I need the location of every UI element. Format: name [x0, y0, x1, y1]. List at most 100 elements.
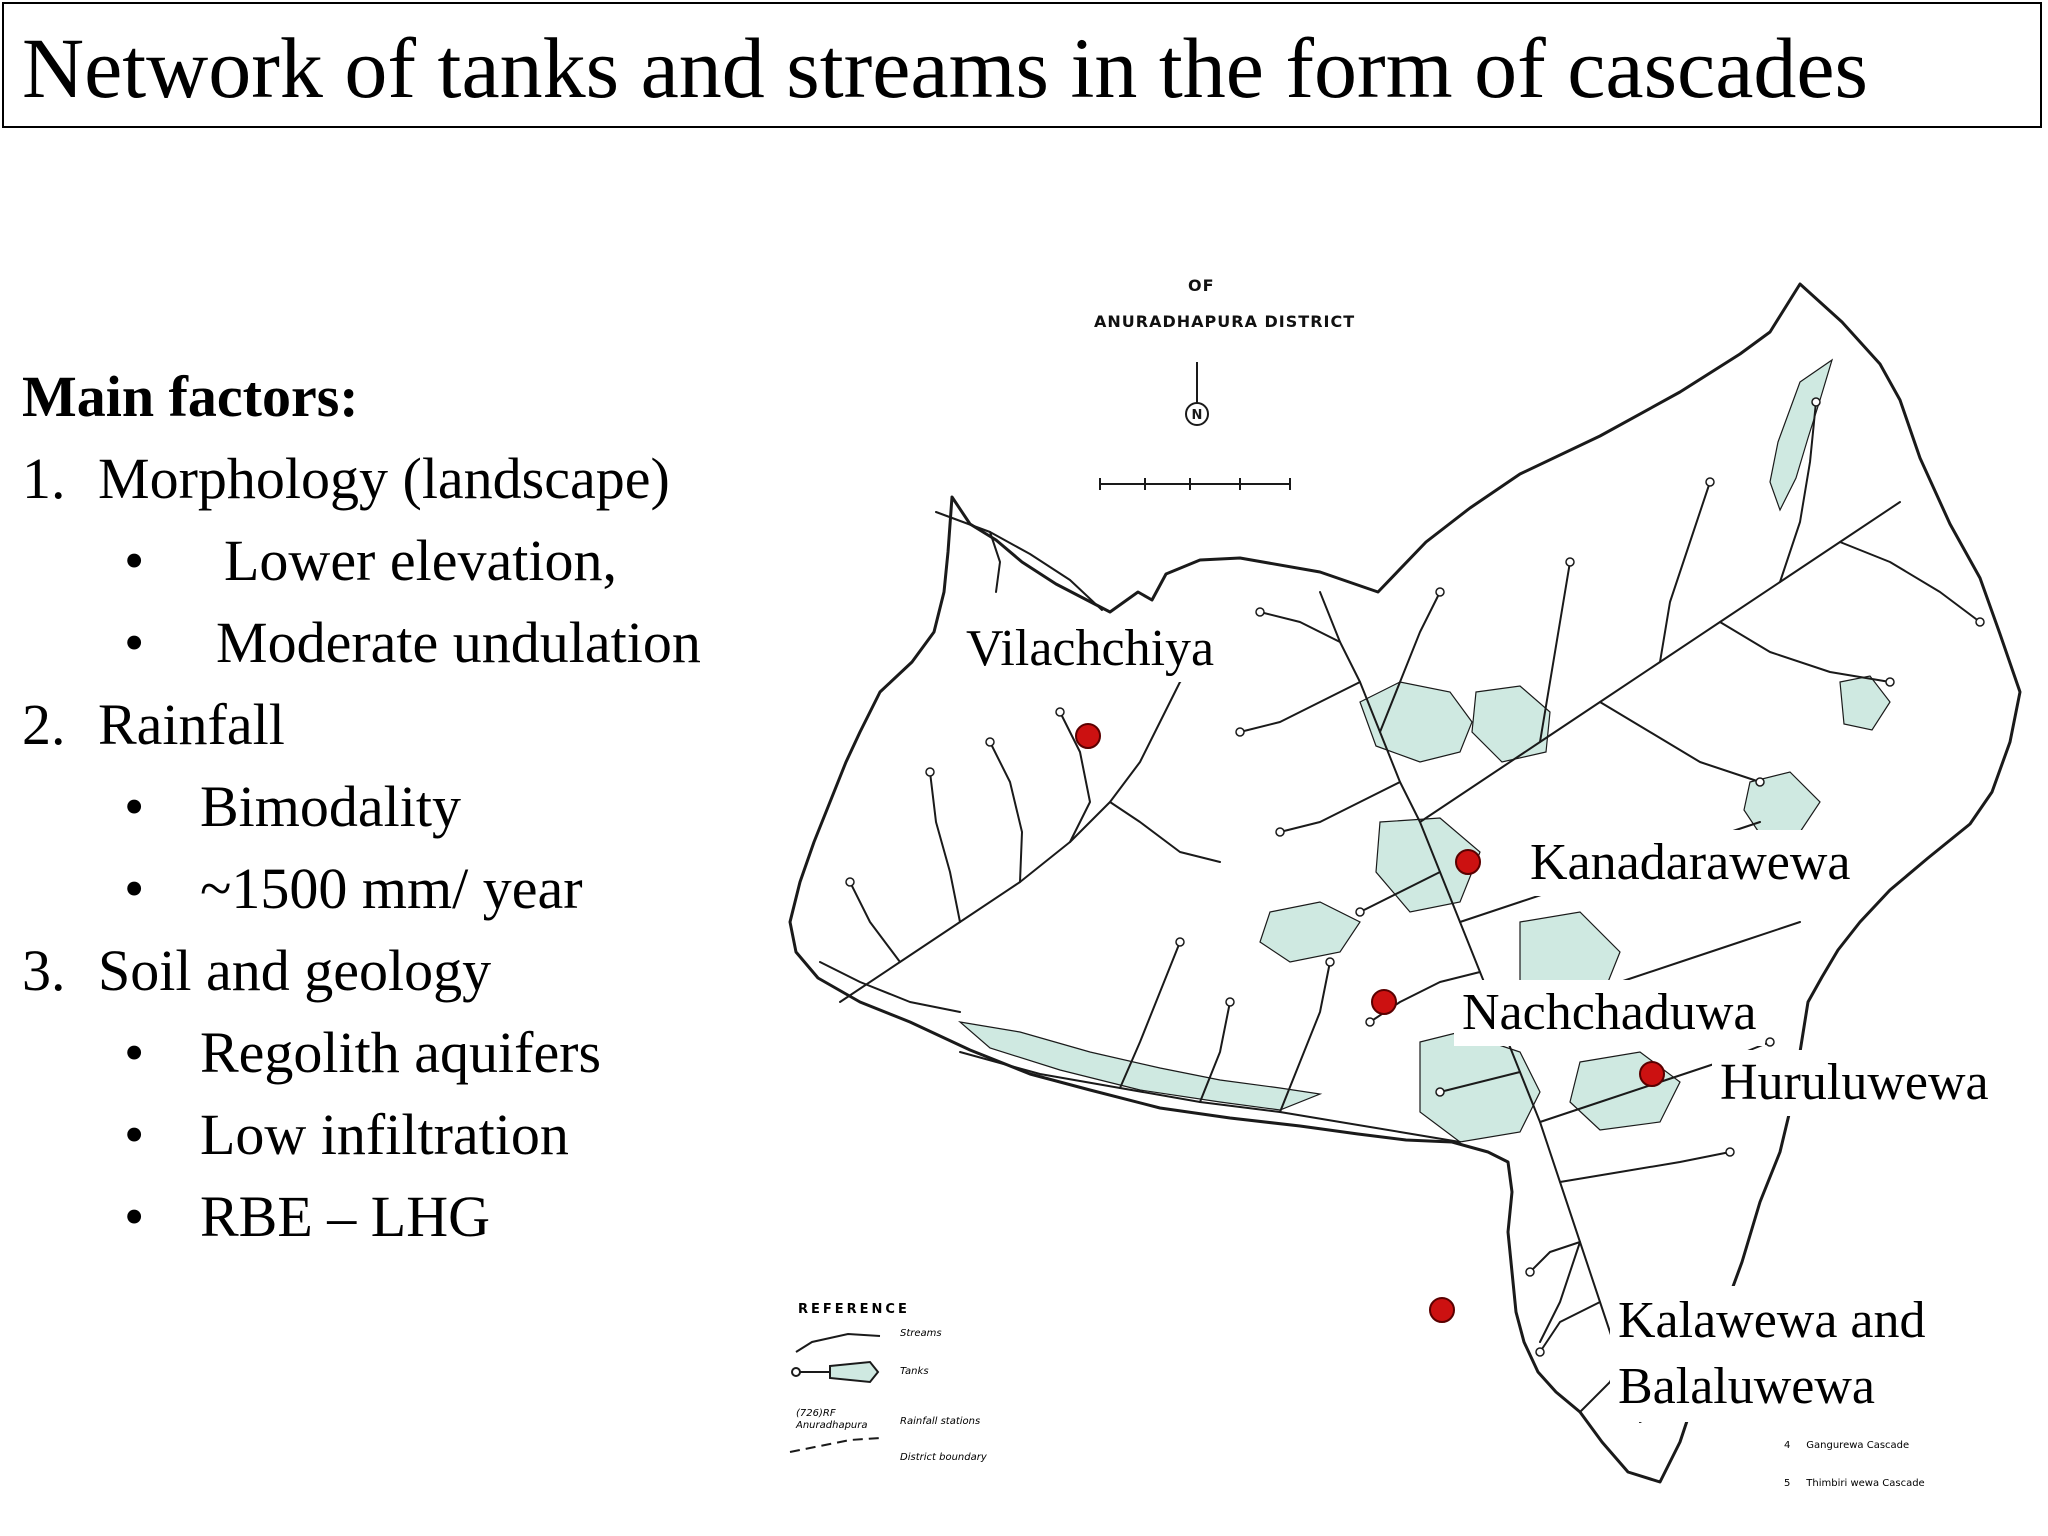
cascade-item: 5 Thimbiri wewa Cascade	[1784, 1478, 1925, 1489]
stream-line	[1109, 801, 1221, 863]
stream-line	[1359, 871, 1441, 913]
stream-line	[1119, 941, 1181, 1089]
tank-symbol	[1255, 607, 1265, 617]
legend-title: REFERENCE	[798, 1302, 910, 1317]
tank-symbol	[1765, 1037, 1775, 1047]
cascade-number: 4	[1784, 1440, 1791, 1451]
bullet-text: Low infiltration	[200, 1102, 569, 1167]
tank-symbol	[1705, 477, 1715, 487]
slide-title: Network of tanks and streams in the form…	[22, 20, 1869, 116]
stream-line	[1259, 611, 1341, 643]
stream-line	[1199, 1001, 1231, 1103]
legend-symbols	[789, 1332, 881, 1453]
factor-number: 1.	[22, 446, 66, 511]
tank-symbol	[1055, 707, 1065, 717]
tank-symbol	[1235, 727, 1245, 737]
factor-item-rainfall: 2. Rainfall	[22, 690, 285, 760]
label-kalawewa-balaluwewa: Kalawewa and Balaluwewa	[1610, 1286, 1934, 1422]
stream-line	[1719, 621, 1891, 683]
marker-nachchaduwa	[1371, 989, 1397, 1015]
bullet-text: Regolith aquifers	[200, 1020, 602, 1085]
bullet-text: Bimodality	[200, 774, 461, 839]
tank-symbol	[1355, 907, 1365, 917]
legend-station-code: (726)RF	[796, 1408, 836, 1419]
map-header-of: OF	[1188, 276, 1215, 295]
factors-heading: Main factors:	[22, 364, 359, 429]
stream-line	[1539, 1241, 1581, 1343]
label-nachchaduwa: Nachchaduwa	[1454, 980, 1765, 1046]
stream-line	[1379, 591, 1441, 733]
bullet-text: Moderate undulation	[216, 610, 701, 675]
stream-line	[1059, 711, 1091, 843]
stream-line	[989, 741, 1023, 883]
factor-item-morphology: 1. Morphology (landscape)	[22, 444, 670, 514]
stream-line	[1279, 781, 1401, 833]
tank-area	[1359, 681, 1473, 763]
tank-symbol	[1755, 777, 1765, 787]
north-letter: N	[1192, 408, 1203, 423]
factor-number: 2.	[22, 692, 66, 757]
tank-symbol	[1225, 997, 1235, 1007]
cascade-item: 4 Gangurewa Cascade	[1784, 1440, 1909, 1451]
marker-huruluwewa	[1639, 1061, 1665, 1087]
stream-line	[1239, 681, 1361, 733]
stream-line	[1539, 1301, 1601, 1353]
tank-area	[1259, 901, 1361, 963]
stream-line	[989, 531, 1001, 593]
tank-symbol	[985, 737, 995, 747]
stream-line	[1779, 401, 1817, 583]
map-drawing: N	[788, 282, 2022, 1484]
bullet-dot: •	[124, 1184, 145, 1249]
tank-area	[1839, 675, 1891, 731]
stream-line	[1539, 561, 1571, 743]
stream-line	[1659, 481, 1711, 663]
bullet-dot: •	[124, 856, 145, 921]
legend-rainfall: Rainfall stations	[900, 1416, 981, 1427]
bullet-dot: •	[124, 1020, 145, 1085]
tank-area	[957, 1021, 1323, 1111]
label-huruluwewa: Huruluwewa	[1712, 1050, 1997, 1116]
bullet-dot: •	[124, 610, 145, 675]
district-boundary	[788, 282, 2022, 1484]
tank-symbol	[1565, 557, 1575, 567]
legend-streams: Streams	[900, 1328, 942, 1339]
label-balaluwewa-line: Balaluwewa	[1618, 1358, 1876, 1415]
tank-symbol	[1435, 587, 1445, 597]
cascade-number: 5	[1784, 1478, 1791, 1489]
stream-line	[1279, 961, 1331, 1113]
legend-tanks: Tanks	[900, 1366, 929, 1377]
tank-area	[1419, 1031, 1541, 1143]
stream-network	[819, 401, 1981, 1423]
stream-line	[1529, 1241, 1581, 1273]
marker-vilachchiya	[1075, 723, 1101, 749]
map-header-district: ANURADHAPURA DISTRICT	[1094, 312, 1356, 331]
factor-number: 3.	[22, 938, 66, 1003]
factor-item-soil-geology: 3. Soil and geology	[22, 936, 491, 1006]
marker-kalawewa-balaluwewa	[1429, 1297, 1455, 1323]
tank-area	[1769, 358, 1834, 512]
legend-boundary: District boundary	[900, 1452, 987, 1463]
tank-symbol	[1435, 1087, 1445, 1097]
cascade-name: Gangurewa Cascade	[1806, 1440, 1910, 1451]
tank-symbol	[845, 877, 855, 887]
stream-line	[839, 661, 1201, 1003]
bullet-text: RBE – LHG	[200, 1184, 490, 1249]
label-kalawewa-line: Kalawewa and	[1618, 1292, 1926, 1349]
marker-kanadarawewa	[1455, 849, 1481, 875]
tank-symbol	[1325, 957, 1335, 967]
stream-line	[819, 961, 961, 1013]
bullet-dot: •	[124, 1102, 145, 1167]
factor-label: Rainfall	[98, 692, 285, 757]
tank-symbol	[1811, 397, 1821, 407]
tank-symbol	[925, 767, 935, 777]
stream-line	[1439, 1071, 1521, 1093]
bullet-text: Lower elevation,	[224, 528, 617, 593]
tank-symbol	[1535, 1347, 1545, 1357]
stream-line	[959, 1051, 1461, 1143]
factor-label: Morphology (landscape)	[98, 446, 670, 511]
stream-line	[1839, 541, 1981, 623]
factor-label: Soil and geology	[98, 938, 492, 1003]
stream-line	[1559, 1151, 1731, 1183]
north-arrow	[1185, 362, 1209, 426]
tank-symbol	[1175, 937, 1185, 947]
